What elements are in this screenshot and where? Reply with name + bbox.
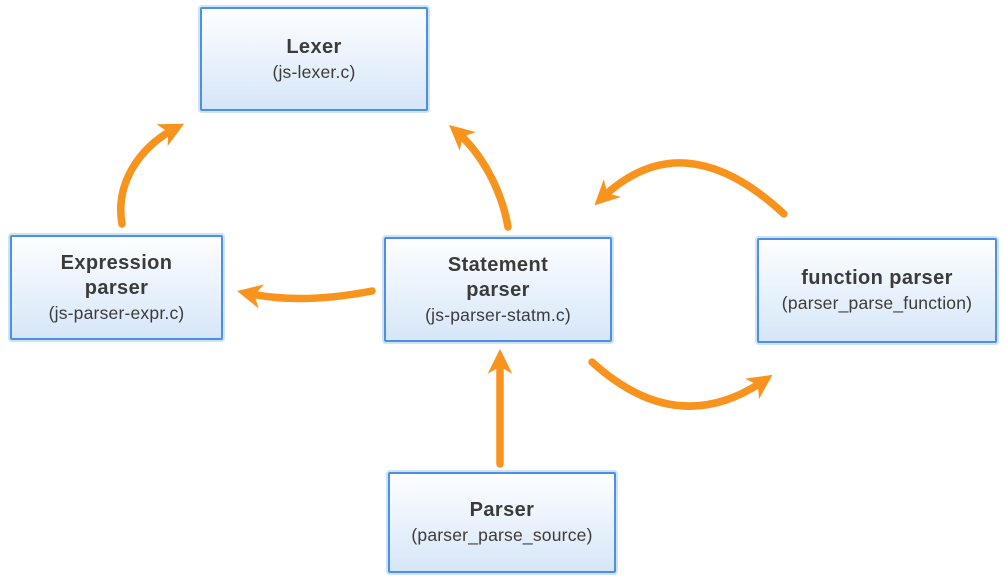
arrow-function-parser-to-statement-parser (594, 159, 788, 218)
node-function-parser-title: function parser (801, 267, 953, 290)
node-function-parser: function parser (parser_parse_function) (757, 238, 997, 343)
node-statement-parser-subtitle: (js-parser-statm.c) (425, 304, 571, 325)
arrow-expression-parser-to-lexer (117, 123, 185, 228)
arrow-statement-parser-to-lexer (449, 124, 512, 231)
node-lexer-title: Lexer (286, 35, 342, 58)
node-lexer-subtitle: (js-lexer.c) (272, 61, 356, 82)
node-statement-parser: Statement parser (js-parser-statm.c) (384, 237, 612, 342)
arrow-statement-parser-to-function-parser (588, 358, 773, 410)
node-expression-parser-title: Expression parser (60, 251, 173, 299)
node-statement-parser-title: Statement parser (447, 253, 549, 301)
node-lexer: Lexer (js-lexer.c) (200, 7, 428, 111)
node-parser-subtitle: (parser_parse_source) (411, 525, 593, 546)
arrow-statement-parser-to-expression-parser (237, 284, 376, 309)
node-expression-parser: Expression parser (js-parser-expr.c) (10, 235, 223, 340)
node-expression-parser-subtitle: (js-parser-expr.c) (48, 302, 185, 323)
node-parser: Parser (parser_parse_source) (388, 472, 616, 573)
node-parser-title: Parser (469, 499, 535, 522)
node-function-parser-subtitle: (parser_parse_function) (781, 293, 973, 314)
